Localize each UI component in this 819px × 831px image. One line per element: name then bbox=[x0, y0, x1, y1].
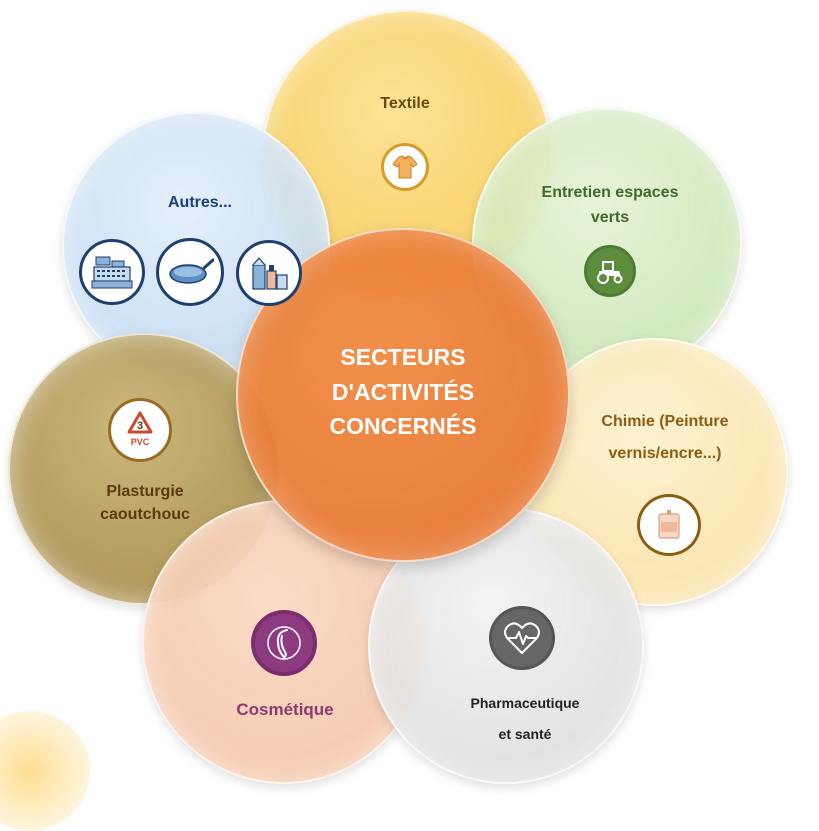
recycle-material: PVC bbox=[131, 437, 150, 447]
chimie-line-2: vernis/encre...) bbox=[608, 445, 722, 462]
cash-register-icon bbox=[79, 239, 145, 305]
tractor-icon bbox=[584, 245, 636, 297]
corner-glow bbox=[0, 711, 90, 831]
chimie-line-1: Chimie (Peinture bbox=[601, 413, 729, 430]
plasturgie-line-1: Plasturgie bbox=[106, 483, 184, 500]
frying-pan-icon bbox=[156, 238, 224, 306]
chimie-label: Chimie (Peinture vernis/encre...) bbox=[565, 406, 765, 470]
center-line-1: SECTEURS bbox=[340, 344, 466, 370]
paint-can-icon bbox=[637, 494, 701, 556]
autres-label: Autres... bbox=[167, 194, 232, 211]
sweater-icon bbox=[381, 143, 429, 191]
entretien-line-2: verts bbox=[590, 208, 630, 226]
plasturgie-line-2: caoutchouc bbox=[100, 506, 190, 524]
pharma-label: Pharmaceutique et santé bbox=[445, 688, 605, 750]
center-line-2: D'ACTIVITÉS bbox=[331, 378, 475, 405]
entretien-label: Entretien espaces verts bbox=[515, 181, 705, 231]
heart-pulse-icon bbox=[489, 606, 555, 670]
center-title: SECTEURS D'ACTIVITÉS CONCERNÉS bbox=[236, 340, 570, 444]
pharma-line-1: Pharmaceutique bbox=[470, 695, 580, 711]
entretien-line-1: Entretien espaces bbox=[541, 184, 679, 201]
center-line-3: CONCERNÉS bbox=[329, 413, 477, 439]
recycle-number: 3 bbox=[137, 420, 143, 432]
woman-profile-icon bbox=[251, 610, 317, 676]
food-products-icon bbox=[236, 240, 302, 306]
cosmetique-label: Cosmétique bbox=[236, 700, 334, 719]
plasturgie-label: Plasturgie caoutchouc bbox=[60, 480, 230, 526]
textile-label: Textile bbox=[380, 95, 430, 112]
pharma-line-2: et santé bbox=[498, 725, 552, 742]
recycle-pvc-icon: 3 PVC bbox=[108, 398, 172, 462]
